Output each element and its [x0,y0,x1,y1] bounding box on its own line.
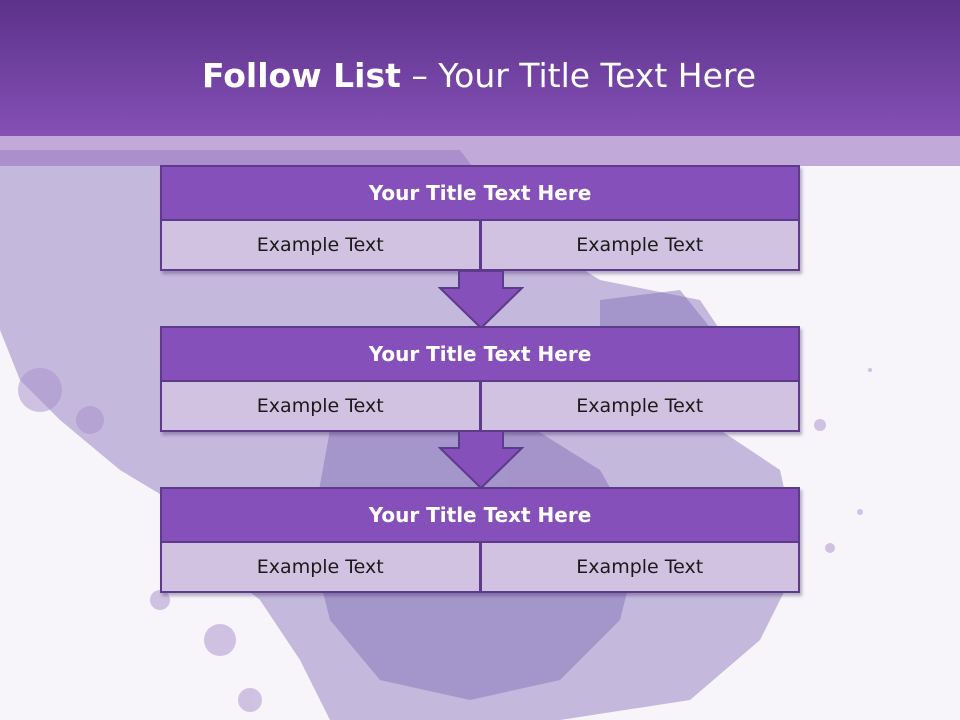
block-title: Your Title Text Here [160,326,800,382]
block-title: Your Title Text Here [160,165,800,221]
block-cell-left: Example Text [160,382,481,432]
list-block-1: Your Title Text Here Example Text Exampl… [160,165,800,271]
block-row: Example Text Example Text [160,382,800,432]
block-cell-left: Example Text [160,221,481,271]
slide-title: Follow List – Your Title Text Here [202,56,756,100]
list-block-3: Your Title Text Here Example Text Exampl… [160,487,800,593]
list-block-2: Your Title Text Here Example Text Exampl… [160,326,800,432]
down-arrow-icon [438,430,524,490]
down-arrow-icon [438,270,524,330]
block-cell-right: Example Text [480,221,800,271]
block-cell-left: Example Text [160,543,481,593]
header-band [0,136,960,166]
block-row: Example Text Example Text [160,543,800,593]
block-title: Your Title Text Here [160,487,800,543]
slide-title-rest: – Your Title Text Here [400,56,757,95]
header-bar [0,0,960,136]
slide-title-bold: Follow List [202,56,401,95]
block-cell-right: Example Text [480,543,800,593]
block-row: Example Text Example Text [160,221,800,271]
block-cell-right: Example Text [480,382,800,432]
